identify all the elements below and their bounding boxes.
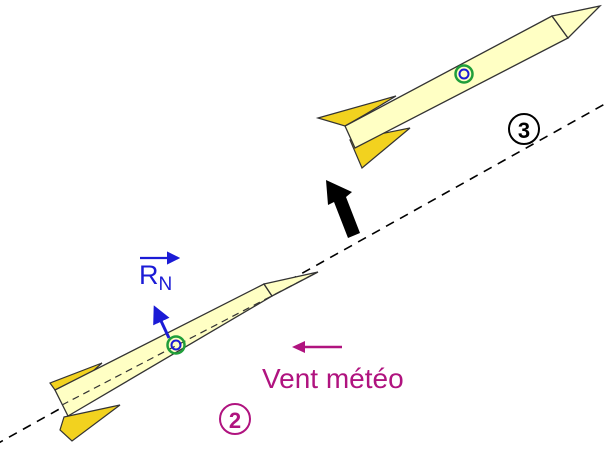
rocket-2-body <box>54 283 273 417</box>
normal-force-label-main: R <box>139 260 159 290</box>
rocket-3-fin-top <box>315 95 397 127</box>
rocket-position-3 <box>315 4 602 169</box>
wind-arrow-head <box>292 341 305 353</box>
rocket-3-cg-center <box>458 68 470 80</box>
rocket-2-nose <box>262 271 319 297</box>
rocket-2-fin-bottom <box>59 404 121 442</box>
normal-force-label: RN <box>139 260 173 295</box>
rocket-3-cg-ring <box>454 64 474 84</box>
rocket-3-nose <box>550 4 602 39</box>
rocket-position-2 <box>49 271 319 442</box>
rocket-2-cg-center <box>170 339 182 351</box>
normal-force-label-sub: N <box>158 274 173 295</box>
step-marker-3: 3 <box>508 113 540 145</box>
wind-label: Vent météo <box>262 363 404 394</box>
step-marker-2: 2 <box>219 403 251 435</box>
normal-force-vector <box>153 305 171 339</box>
lift-arrow <box>326 180 360 238</box>
rocket-2-cg-ring <box>166 335 186 355</box>
